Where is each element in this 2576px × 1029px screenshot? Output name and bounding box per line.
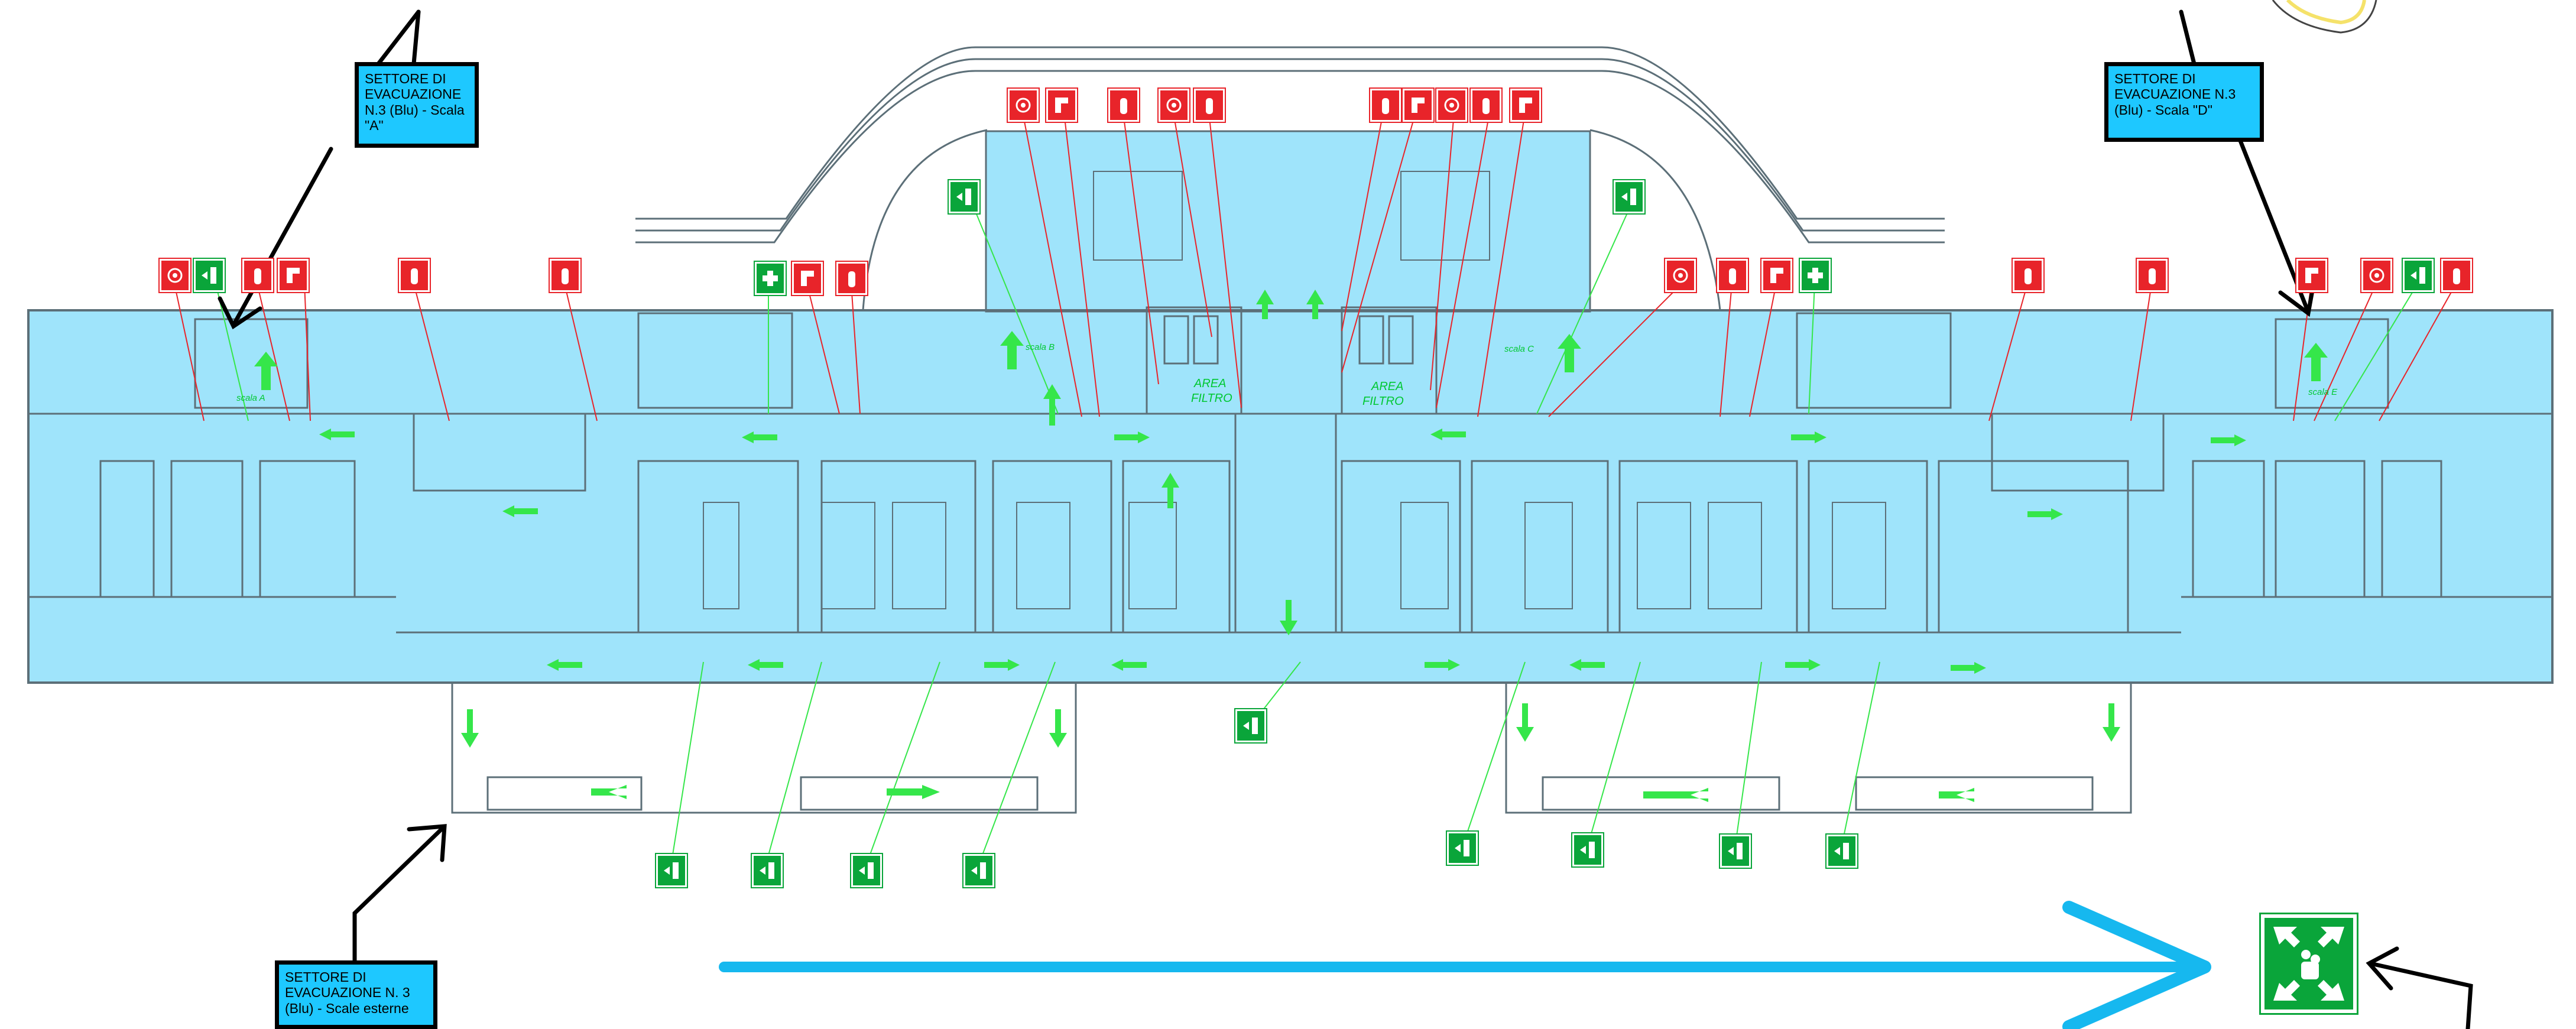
emergency-exit-icon [850, 853, 883, 888]
emergency-exit-icon [1613, 179, 1646, 215]
sector-callout-scala-d: SETTORE DI EVACUAZIONE N.3 (Blu) - Scala… [2104, 62, 2264, 142]
fire-extinguisher-icon [398, 258, 431, 293]
label-scala-a: scala A [236, 393, 265, 403]
label-area-filtro-left-2: FILTRO [1191, 392, 1232, 405]
sector-callout-scala-a: SETTORE DI EVACUAZIONE N.3 (Blu) - Scala… [355, 62, 479, 148]
exit-leader-lines [215, 203, 2418, 866]
fire-extinguisher-icon [549, 258, 582, 293]
fire-alarm-icon [2360, 258, 2393, 293]
fire-extinguisher-icon [1193, 87, 1226, 123]
emergency-exit-icon [1234, 708, 1267, 744]
decorative-corner-mark [2272, 0, 2377, 34]
assembly-direction-arrow [719, 901, 2211, 1029]
building-outline [27, 309, 2554, 684]
plan-text-labels: AREA FILTRO AREA FILTRO scala A scala B … [236, 342, 2338, 408]
emergency-exit-icon [2402, 258, 2435, 293]
classroom-desks [703, 171, 1886, 609]
label-area-filtro-left-1: AREA [1193, 377, 1226, 390]
emergency-exit-icon [1571, 832, 1604, 868]
equipment-leader-lines [174, 112, 2457, 421]
emergency-exit-icon [1719, 833, 1752, 869]
assembly-point-icon [2259, 913, 2358, 1015]
fire-alarm-icon [1007, 87, 1040, 123]
fire-alarm-icon [1664, 258, 1697, 293]
emergency-exit-icon [193, 258, 226, 293]
emergency-exit-icon [1825, 833, 1858, 869]
fire-extinguisher-icon [1107, 87, 1140, 123]
first-aid-icon [754, 261, 787, 296]
fire-extinguisher-icon [2012, 258, 2045, 293]
fire-extinguisher-icon [835, 261, 868, 296]
fire-hose-icon [1045, 87, 1078, 123]
fire-alarm-icon [1157, 87, 1190, 123]
interior-walls [28, 306, 2552, 634]
fire-hose-icon [1509, 87, 1542, 123]
fire-hose-icon [1401, 87, 1435, 123]
fire-extinguisher-icon [241, 258, 274, 293]
callout-pointers [218, 9, 2473, 1029]
fire-extinguisher-icon [1369, 87, 1402, 123]
label-scala-e: scala E [2308, 387, 2338, 397]
emergency-exit-icon [1446, 830, 1479, 866]
emergency-exit-icon [751, 853, 784, 888]
fire-hose-icon [2295, 258, 2328, 293]
label-area-filtro-right-2: FILTRO [1362, 395, 1404, 408]
label-area-filtro-right-1: AREA [1371, 380, 1403, 393]
fire-extinguisher-icon [2440, 258, 2473, 293]
emergency-exit-icon [655, 853, 688, 888]
fire-hose-icon [1760, 258, 1793, 293]
fire-hose-icon [277, 258, 310, 293]
escape-route-arrows [254, 290, 2328, 802]
label-scala-c: scala C [1504, 344, 1534, 354]
fire-extinguisher-icon [1469, 87, 1503, 123]
fire-extinguisher-icon [1716, 258, 1749, 293]
emergency-exit-icon [948, 179, 981, 215]
fire-hose-icon [791, 261, 824, 296]
fire-extinguisher-icon [2136, 258, 2169, 293]
first-aid-icon [1799, 258, 1832, 293]
external-stairs [451, 683, 2132, 814]
label-scala-b: scala B [1026, 342, 1055, 352]
sector-callout-scale-esterne: SETTORE DI EVACUAZIONE N. 3 (Blu) - Scal… [275, 960, 437, 1029]
fire-alarm-icon [1435, 87, 1468, 123]
fire-alarm-icon [158, 258, 192, 293]
curved-canopy [635, 46, 1945, 311]
emergency-exit-icon [962, 853, 995, 888]
